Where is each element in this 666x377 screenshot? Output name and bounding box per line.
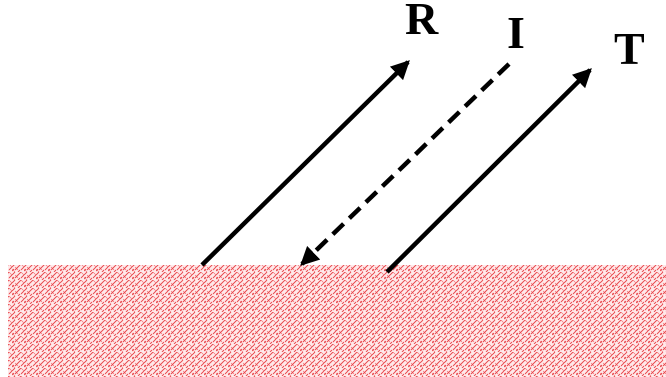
incident-ray-arrow [300,62,511,266]
transmitted-ray-arrow [385,68,592,274]
reflected-ray-arrow [200,60,410,267]
incident-label: I [507,7,525,58]
surface-region [8,265,666,377]
transmitted-label: T [614,23,645,74]
reflected-label: R [405,0,439,44]
